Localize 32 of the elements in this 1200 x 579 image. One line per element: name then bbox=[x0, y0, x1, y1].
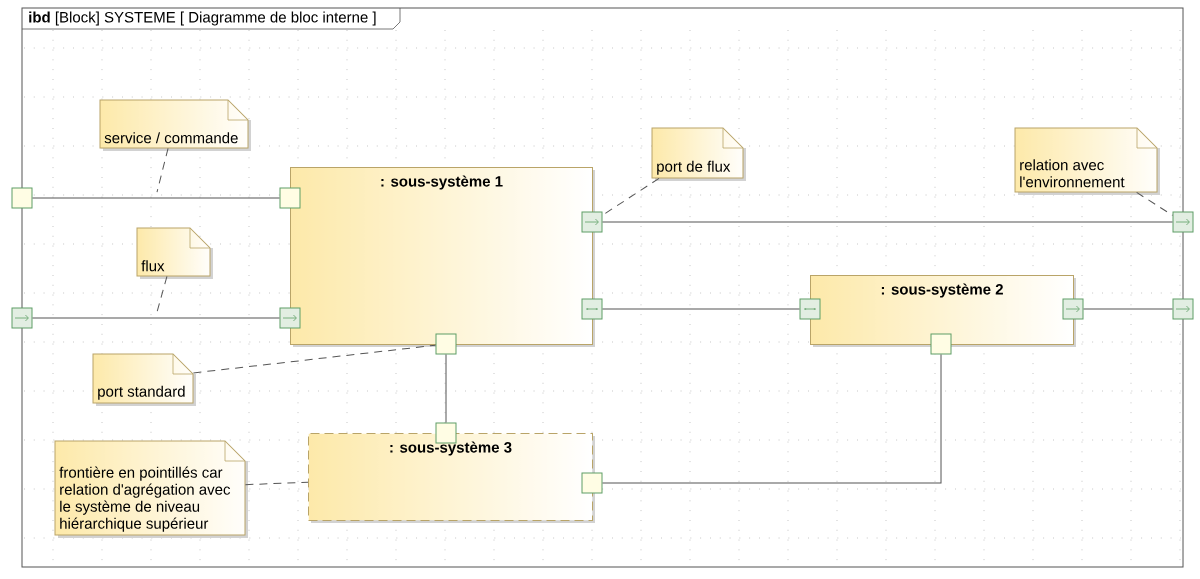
node-text: port de flux bbox=[657, 160, 731, 175]
note-box: port de flux bbox=[651, 127, 746, 181]
leader-line bbox=[244, 481, 309, 486]
leader-line bbox=[602, 177, 660, 216]
note-box: frontière en pointillés car relation d'agrégation avec le système de niveau hiérarchique supérieur bbox=[54, 440, 248, 538]
block-box: : sous-système 2 bbox=[810, 275, 1076, 347]
leader-line bbox=[156, 147, 169, 193]
standard-port bbox=[930, 333, 952, 355]
node-text: service / commande bbox=[104, 132, 238, 144]
note-box: service / commande bbox=[99, 99, 251, 151]
block-box: : sous-système 1 bbox=[290, 167, 595, 347]
connector-line bbox=[32, 197, 280, 199]
leader-line bbox=[156, 275, 168, 313]
connector-line bbox=[445, 354, 447, 423]
note-box: relation avec l'environnement bbox=[1014, 127, 1160, 195]
connector-line bbox=[32, 317, 280, 319]
connector-line bbox=[602, 308, 800, 310]
node-text: flux bbox=[141, 260, 165, 272]
node-text: frontière en pointillés car relation d'agrégation avec le système de niveau hiérarchique supérieur bbox=[59, 466, 231, 532]
standard-port bbox=[11, 187, 33, 209]
node-text: port standard bbox=[98, 385, 185, 400]
standard-port bbox=[435, 333, 457, 355]
connector-line bbox=[602, 354, 942, 484]
standard-port bbox=[279, 187, 301, 209]
leader-line bbox=[192, 344, 436, 374]
block-box: : sous-système 3 bbox=[308, 433, 595, 523]
note-box: port standard bbox=[92, 353, 196, 406]
connector-line bbox=[602, 221, 1173, 223]
note-box: flux bbox=[136, 227, 213, 279]
connector-line bbox=[1083, 308, 1173, 310]
node-text: relation avec l'environnement bbox=[1020, 159, 1125, 188]
standard-port bbox=[581, 472, 603, 494]
